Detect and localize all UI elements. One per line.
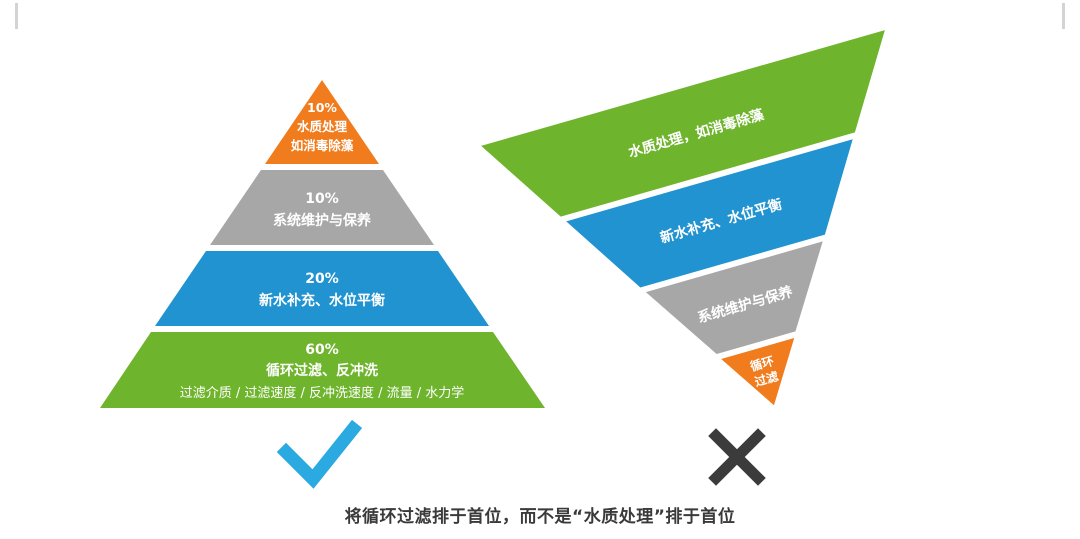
caption: 将循环过滤排于首位，而不是“水质处理”排于首位 bbox=[344, 507, 736, 527]
left-layer1-title: 水质处理 bbox=[297, 119, 348, 134]
left-layer2-pct: 10% bbox=[305, 191, 339, 207]
left-layer4-subtitle: 过滤介质 / 过滤速度 / 反冲洗速度 / 流量 / 水力学 bbox=[180, 385, 465, 401]
right-layer-water-treatment-shape bbox=[481, 30, 885, 217]
left-layer2-title: 系统维护与保养 bbox=[273, 212, 372, 229]
page-edge-mark-right bbox=[1062, 3, 1065, 29]
left-pyramid: 10% 水质处理 如消毒除藻 10% 系统维护与保养 20% 新水补充、水位平衡… bbox=[100, 80, 545, 408]
left-layer-maintenance-shape bbox=[210, 170, 434, 245]
left-layer-water-treatment-shape bbox=[265, 80, 379, 164]
right-layer-maintenance-shape bbox=[645, 241, 823, 355]
left-layer4-title: 循环过滤、反冲洗 bbox=[266, 362, 378, 379]
right-pyramid: 水质处理，如消毒除藻 新水补充、水位平衡 系统维护与保养 循环 过滤 bbox=[481, 30, 885, 406]
page-edge-mark-left bbox=[15, 3, 18, 29]
cross-icon bbox=[708, 428, 766, 486]
right-layer-filtration-shape bbox=[721, 338, 795, 406]
right-layer-water-refill-shape bbox=[566, 139, 853, 288]
left-layer4-pct: 60% bbox=[305, 342, 339, 358]
left-layer1-subtitle: 如消毒除藻 bbox=[291, 138, 354, 153]
check-icon bbox=[276, 419, 363, 489]
right-layer4-title-line1: 循环 bbox=[748, 353, 775, 374]
left-layer3-title: 新水补充、水位平衡 bbox=[259, 292, 385, 309]
left-layer-water-refill-shape bbox=[155, 251, 489, 326]
cross-stroke-2 bbox=[708, 428, 766, 486]
left-layer3-pct: 20% bbox=[305, 271, 339, 287]
left-layer-filtration-shape bbox=[100, 332, 545, 408]
right-layer4-title-line2: 过滤 bbox=[753, 368, 780, 389]
left-layer1-pct: 10% bbox=[307, 100, 337, 115]
